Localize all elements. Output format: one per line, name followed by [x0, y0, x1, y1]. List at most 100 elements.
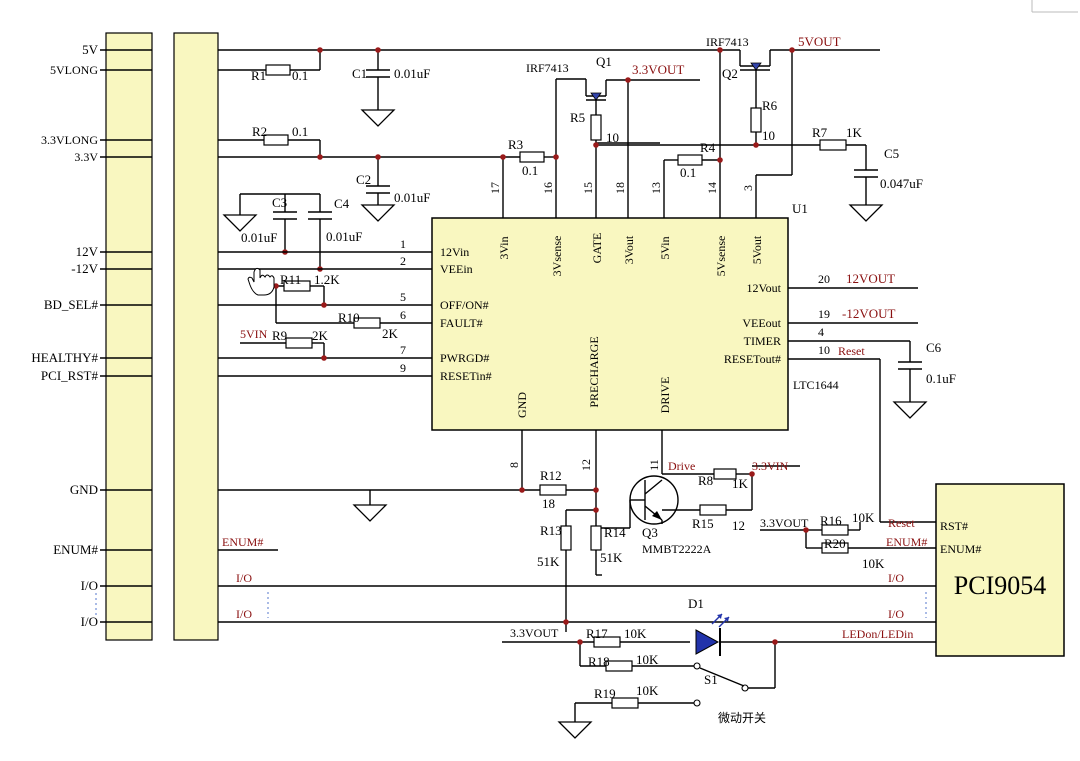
pin-name: GATE: [590, 233, 604, 264]
r1-value: 0.1: [292, 68, 308, 83]
net-3v3out-bottom: 3.3VOUT: [510, 626, 559, 640]
pin-label-pci-rst: PCI_RST#: [41, 368, 99, 383]
q2-ref: Q2: [722, 66, 738, 81]
r17-ref: R17: [586, 626, 608, 641]
c3-c4-group: [239, 193, 332, 272]
r4-resistor: [677, 154, 703, 166]
pin-name: 3Vin: [497, 236, 511, 259]
r9-value: 2K: [312, 328, 329, 343]
r17-value: 10K: [624, 626, 647, 641]
r19-resistor: [611, 697, 639, 709]
r19-ref: R19: [594, 686, 616, 701]
r5-resistor: [590, 114, 602, 141]
r8-resistor: [713, 468, 737, 480]
u1-ltc1644-chip: [431, 217, 789, 431]
r14-ref: R14: [604, 525, 626, 540]
r10-ref: R10: [338, 310, 360, 325]
r8-value: 1K: [732, 476, 749, 491]
pin-num: 2: [400, 254, 406, 268]
pin-num: 5: [400, 290, 406, 304]
pin-label-3v3long: 3.3VLONG: [41, 133, 98, 147]
r2-ref: R2: [252, 124, 267, 139]
pin-name: 12Vin: [440, 245, 469, 259]
q1-mosfet-icon: [586, 92, 606, 101]
r20-ref: R20: [824, 536, 846, 551]
connector-strip-left: [105, 32, 153, 641]
pin-num: 6: [400, 308, 406, 322]
net-3v3out-right: 3.3VOUT: [760, 516, 809, 530]
r3-resistor: [519, 151, 545, 163]
net-enum-pci: ENUM#: [886, 535, 927, 549]
r18-ref: R18: [588, 654, 610, 669]
u1-ref: U1: [792, 201, 808, 216]
pin-label-3v3: 3.3V: [74, 150, 98, 164]
left-wiring: [218, 251, 432, 377]
pin-num: 9: [400, 361, 406, 375]
r16-ref: R16: [820, 513, 842, 528]
frame-corner: [1031, 0, 1078, 13]
pin-name: OFF/ON#: [440, 298, 489, 312]
c6-ref: C6: [926, 340, 942, 355]
pin-label-5v: 5V: [82, 42, 99, 57]
pin-name: GND: [515, 392, 529, 418]
r10-value: 2K: [382, 326, 399, 341]
hand-cursor-icon: [247, 267, 275, 296]
pci-pin-enum: ENUM#: [940, 542, 981, 556]
r10-resistor: [353, 317, 381, 329]
ground-icon-bottom: [352, 401, 928, 739]
net-io1-left: I/O: [236, 571, 252, 585]
net-drive: Drive: [668, 459, 695, 473]
net-12vout: 12VOUT: [846, 271, 895, 286]
r8-ref: R8: [698, 473, 713, 488]
q2-mosfet-icon: [740, 62, 770, 71]
net-m12vout: -12VOUT: [842, 306, 895, 321]
u1-right-pins: 20 12Vout 19 VEEout 4 TIMER 10 RESETout#…: [724, 271, 936, 523]
c3-ref: C3: [272, 195, 287, 210]
net-reset-pci: Reset: [888, 516, 915, 530]
r11-ref: R11: [280, 272, 301, 287]
pci9054-name: PCI9054: [954, 571, 1046, 600]
pin-name: RESETout#: [724, 352, 781, 366]
r15-resistor: [699, 504, 727, 516]
pin-name: PRECHARGE: [587, 336, 601, 407]
net-3v3vin: 3.3VIN: [752, 459, 789, 473]
ground-icon: [222, 109, 884, 232]
junction-dots-top: [317, 47, 795, 163]
r2-value: 0.1: [292, 124, 308, 139]
pci9054-chip: [935, 483, 1065, 657]
r7-value: 1K: [846, 125, 863, 140]
pin-name: 5Vsense: [714, 236, 728, 277]
pin-num: 1: [400, 237, 406, 251]
r9-ref: R9: [272, 328, 287, 343]
pin-label-5vlong: 5VLONG: [50, 63, 98, 77]
pin-name: 12Vout: [747, 281, 782, 295]
r6-value: 10: [762, 128, 775, 143]
pin-name: FAULT#: [440, 316, 483, 330]
net-5vout: 5VOUT: [798, 34, 841, 49]
r16-resistor: [821, 524, 849, 536]
r18-resistor: [605, 660, 633, 672]
pin-name: TIMER: [744, 334, 781, 348]
c4-ref: C4: [334, 196, 350, 211]
r16-value: 10K: [852, 510, 875, 525]
pin-label-12v: 12V: [76, 244, 99, 259]
r12-resistor: [539, 484, 567, 496]
top-wiring: [218, 49, 880, 218]
net-enum-conn: ENUM#: [222, 535, 263, 549]
pin-label-healthy: HEALTHY#: [31, 350, 98, 365]
q1-ref: Q1: [596, 54, 612, 69]
r5-ref: R5: [570, 110, 585, 125]
r19-value: 10K: [636, 683, 659, 698]
r13-value: 51K: [537, 554, 560, 569]
c5-ref: C5: [884, 146, 899, 161]
net-reset-u1: Reset: [838, 344, 865, 358]
net-3v3out-top: 3.3VOUT: [632, 62, 684, 77]
pin-num: 19: [818, 307, 830, 321]
pin-num: 8: [507, 462, 521, 468]
pin-label-bd-sel: BD_SEL#: [44, 297, 99, 312]
pin-num: 18: [613, 182, 627, 194]
s1-label: 微动开关: [718, 711, 766, 725]
pin-label-m12v: -12V: [71, 261, 98, 276]
r11-value: 1.2K: [314, 272, 340, 287]
